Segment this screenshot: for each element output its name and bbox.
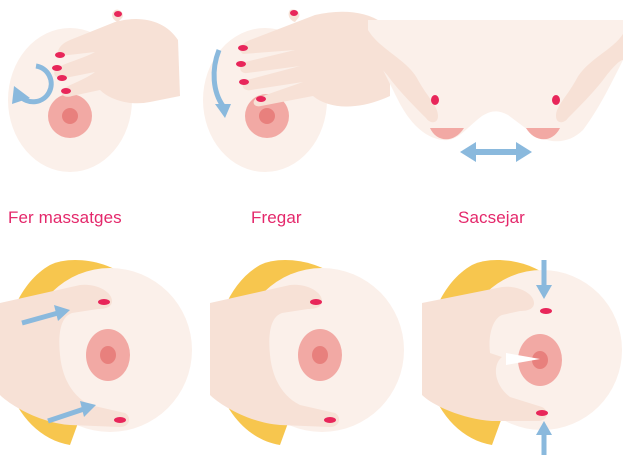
shake-illustration [368,20,623,180]
label-rub: Fregar [251,208,302,228]
hold-illustration-2 [210,255,410,455]
hold-illustration-1 [0,255,200,455]
hold-illustration-3 [422,255,625,458]
label-shake: Sacsejar [458,208,525,228]
double-arrow-icon [460,142,532,162]
label-massage: Fer massatges [8,208,122,228]
massage-illustration [0,0,190,190]
rub-illustration-body [195,0,395,190]
